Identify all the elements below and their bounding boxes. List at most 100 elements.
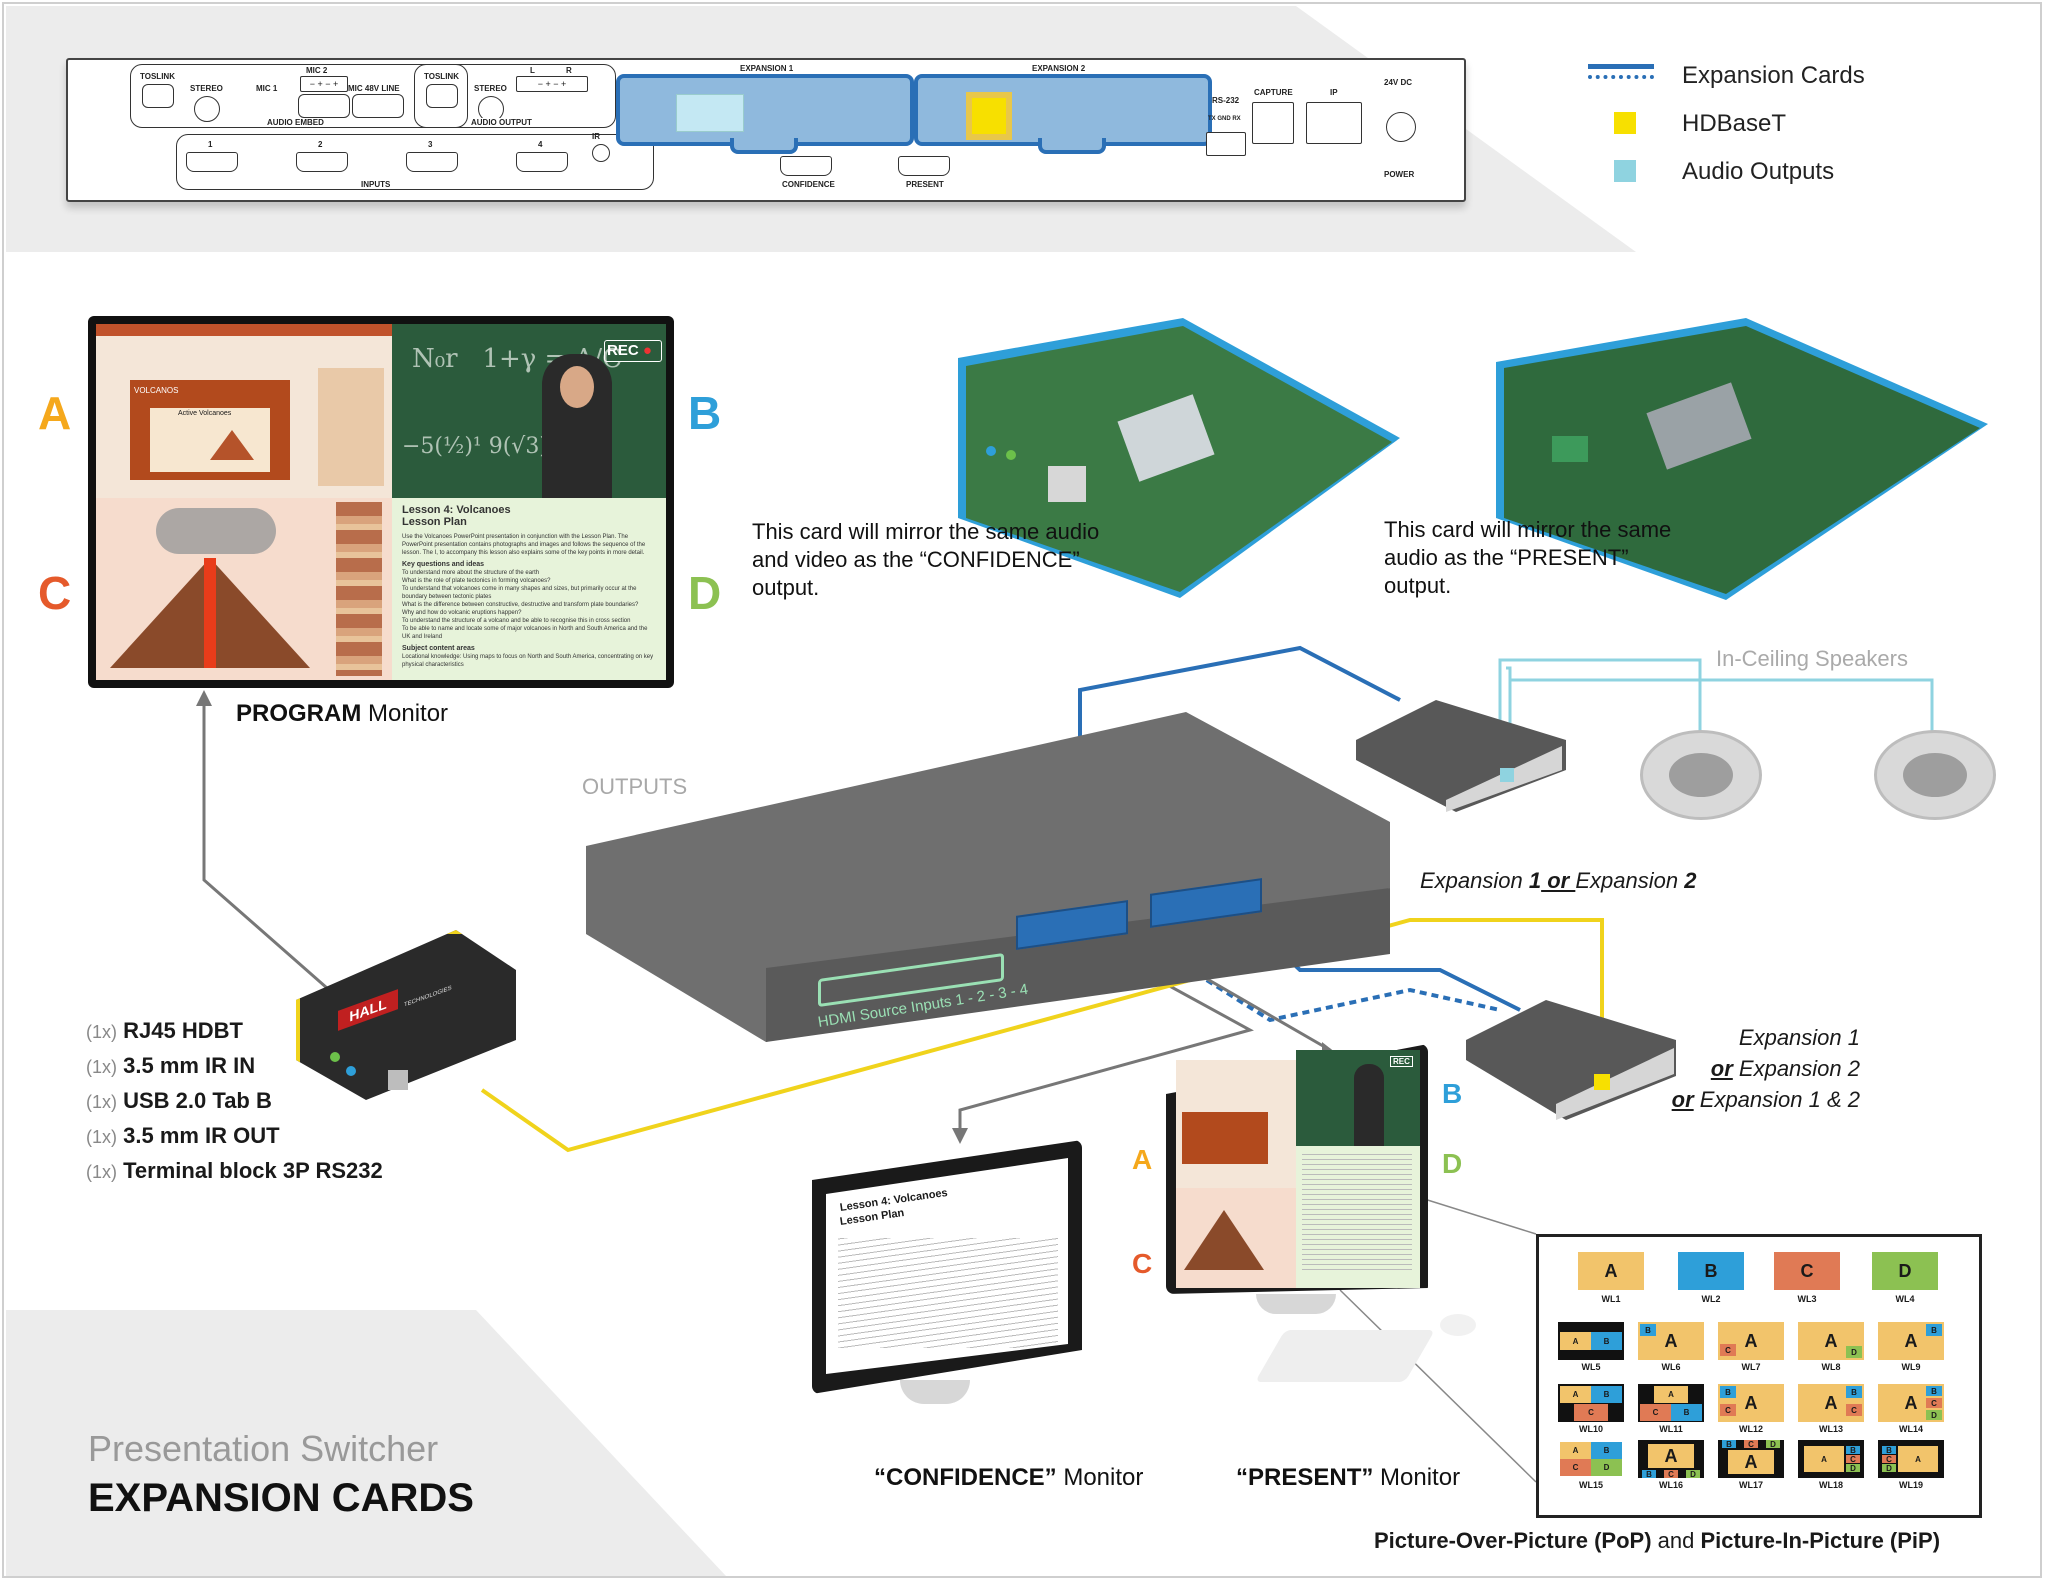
window-layout-label: WL1 [1601,1294,1621,1304]
present-label-b: B [1442,1078,1463,1109]
key-question: To understand more about the structure o… [402,570,540,576]
hdbaset-legend-swatch [1614,112,1636,134]
program-quad-b: N₀r 1+γ = A/C −5(¹⁄₂)¹ 9(√3) REC ● [392,324,666,498]
terminal-block-icon [1552,436,1588,462]
input-4-label: 4 [538,140,543,149]
toslink-port [142,84,174,108]
hdbaset-port-marker [1594,1074,1610,1090]
window-layout-thumbnail: A [1578,1252,1644,1292]
lesson-intro: Use the Volcanoes PowerPoint presentatio… [402,534,646,556]
subject-content-title: Subject content areas [402,645,475,652]
key-question: What is the difference between construct… [402,602,639,608]
power-jack [1386,112,1416,142]
outputs-label: OUTPUTS [582,774,688,799]
program-quad-c [96,498,392,680]
volcano-icon [210,430,254,460]
layout-tile-b: B [1671,1404,1702,1421]
expansion-2-label: EXPANSION 2 [1032,64,1086,73]
expansion-slot-2 [914,74,1212,146]
audio-output-group [414,64,616,128]
hdbaset-legend-label: HDBaseT [1682,110,1787,137]
window-layout-label: WL3 [1797,1294,1817,1304]
capture-port [1252,102,1294,144]
program-arrow [202,700,353,1012]
subtitle: Presentation Switcher [88,1428,439,1469]
program-quad-a: VOLCANOS Active Volcanoes [96,324,392,498]
lesson-subtitle: Lesson Plan [402,516,467,528]
ir-jack [592,144,610,162]
hdmi-input-4 [516,152,568,172]
stereo-jack [194,96,220,122]
inputs-group [176,134,654,190]
window-layout-label: WL7 [1741,1362,1761,1372]
audio-port-marker [1500,768,1514,782]
confidence-caption: “CONFIDENCE” Monitor [874,1464,1144,1491]
layout-tile-c: C [1574,1404,1608,1421]
rs232-port [1206,132,1246,156]
layout-tile-c: C [1720,1404,1736,1416]
layout-tile-b: B [1642,1470,1656,1479]
window-layout-label: WL13 [1818,1424,1843,1434]
key-questions-title: Key questions and ideas [402,561,485,568]
l-label: L [530,66,535,75]
layout-tile-b: B [1722,1440,1736,1449]
ir-label: IR [592,132,600,141]
label-a: A [38,387,72,439]
keyboard [1254,1330,1436,1382]
input-2-label: 2 [318,140,323,149]
layout-tile-d: D [1882,1464,1896,1473]
rec-label: REC [607,342,639,359]
label-b: B [688,387,722,439]
window-layout-label: WL18 [1818,1480,1843,1490]
layout-tile-b: B [1926,1324,1942,1336]
window-layout-label: WL9 [1901,1362,1921,1372]
window-layout-label: WL10 [1578,1424,1603,1434]
layout-tile-d: D [1846,1346,1862,1358]
layout-tile-b: B [1591,1386,1622,1403]
window-layout-label: WL15 [1578,1480,1603,1490]
layout-tile-c: C [1846,1404,1862,1416]
layout-tile-d: D [1872,1252,1938,1290]
layout-tile-c: C [1640,1404,1671,1421]
audio-legend-label: Audio Outputs [1682,158,1835,185]
power-dc-label: 24V DC [1384,78,1413,87]
toslink-label: TOSLINK [140,72,175,81]
audio-embed-group [130,64,468,128]
key-question: What is the role of plate tectonics in f… [402,578,551,584]
slide-preview: VOLCANOS Active Volcanoes [130,380,290,480]
subject-content: Locational knowledge: Using maps to focu… [402,654,654,668]
layout-tile-c: C [1664,1470,1678,1479]
key-question: Why and how do volcanic eruptions happen… [402,610,522,616]
feature-item: (1x) 3.5 mm IR IN [86,1053,256,1078]
window-layout-label: WL4 [1895,1294,1915,1304]
stereo2-jack [478,96,504,122]
window-layout-label: WL14 [1898,1424,1923,1434]
layout-tile-b: B [1591,1442,1622,1459]
window-layout-label: WL11 [1659,1424,1683,1434]
layout-tile-c: C [1774,1252,1840,1290]
layout-tile-a: A [1648,1444,1694,1468]
window-layout-label: WL12 [1738,1424,1763,1434]
layout-tile-c: C [1560,1459,1591,1476]
layout-tile-a: A [1578,1252,1644,1290]
layout-tile-a: A [1560,1332,1591,1350]
toslink2-label: TOSLINK [424,72,459,81]
layout-tile-d: D [1926,1410,1942,1420]
mic-terminal: − + − + [300,76,348,92]
audio-embed-label: AUDIO EMBED [264,118,327,127]
power-label: POWER [1384,170,1415,179]
slide-title: VOLCANOS [134,386,179,395]
layout-tile-b: B [1591,1332,1622,1350]
window-layout-label: WL8 [1821,1362,1841,1372]
feature-item: (1x) 3.5 mm IR OUT [86,1123,280,1148]
window-layout-thumbnail: B [1678,1252,1744,1292]
rs232-pins: TX GND RX [1208,116,1241,122]
audio-out-terminal: − + − + [516,76,588,92]
